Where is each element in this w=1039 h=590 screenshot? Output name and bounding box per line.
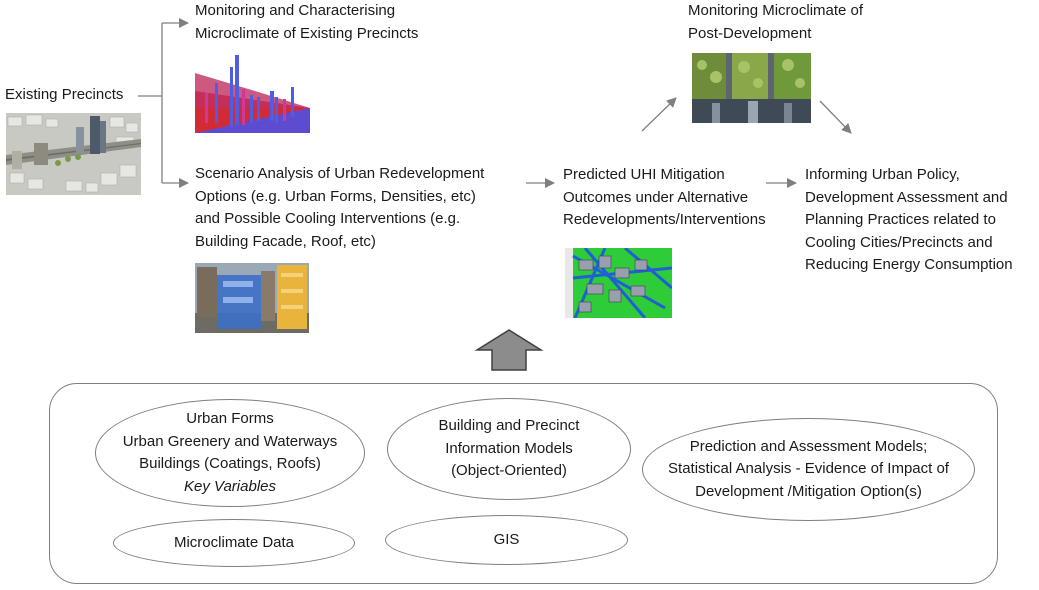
bracket-line — [138, 23, 163, 183]
prediction-models-ellipse: Prediction and Assessment Models; Statis… — [642, 418, 975, 521]
uhi-simulation-map-image — [565, 248, 672, 318]
inputs-container — [49, 383, 998, 584]
monitoring-existing-label: Monitoring and Characterising Microclima… — [195, 2, 419, 42]
predicted-uhi-label: Predicted UHI Mitigation Outcomes under … — [563, 166, 766, 228]
redevelopment-scenario-image — [195, 263, 309, 333]
arrow-predicted-to-post — [641, 97, 677, 132]
monitoring-post-label: Monitoring Microclimate of Post-Developm… — [688, 2, 864, 42]
gis-ellipse: GIS — [385, 515, 628, 565]
block-up-arrow — [474, 329, 544, 371]
microclimate-3d-visualisation-image — [195, 53, 310, 133]
existing-precincts-aerial-image — [6, 113, 141, 195]
bim-ellipse: Building and Precinct Information Models… — [387, 398, 631, 500]
informing-policy-label: Informing Urban Policy, Development Asse… — [805, 166, 1013, 273]
post-development-green-roof-image — [692, 53, 811, 123]
microclimate-data-ellipse: Microclimate Data — [113, 519, 355, 567]
urban-forms-ellipse: Urban Forms Urban Greenery and Waterways… — [95, 399, 365, 507]
existing-precincts-label: Existing Precincts — [5, 86, 124, 103]
scenario-analysis-label: Scenario Analysis of Urban Redevelopment… — [195, 165, 485, 250]
arrow-post-to-policy — [819, 100, 852, 134]
